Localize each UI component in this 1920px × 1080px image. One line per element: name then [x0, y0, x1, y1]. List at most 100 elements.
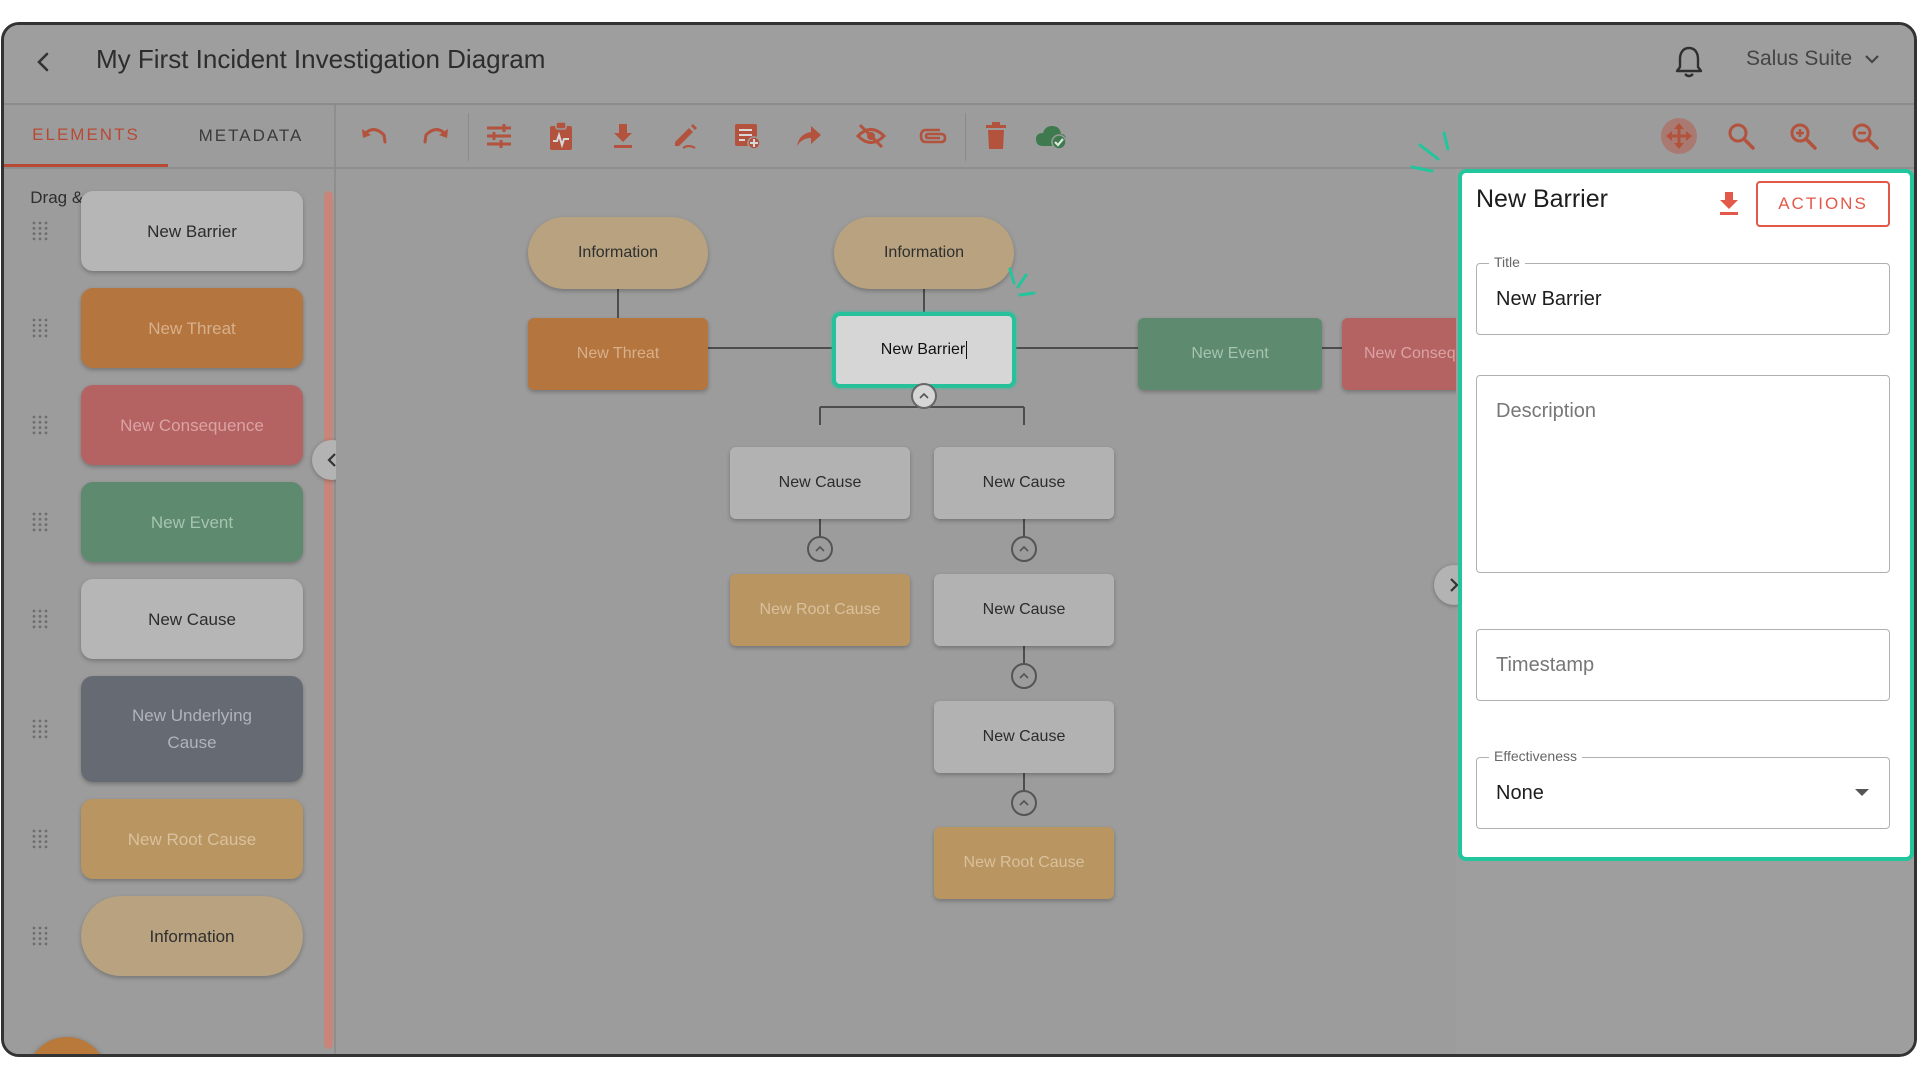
palette-item-cause[interactable]: New Cause — [81, 579, 303, 659]
description-field[interactable]: Description — [1476, 375, 1890, 573]
zoom-in-button[interactable] — [1785, 118, 1821, 154]
collapse-toggle[interactable] — [807, 536, 833, 562]
drag-handle-icon[interactable] — [31, 317, 49, 339]
elements-panel: ELEMENTS METADATA Drag & Drop to add ele… — [4, 105, 336, 1057]
zoom-in-icon — [1790, 123, 1817, 150]
share-button[interactable] — [791, 118, 827, 154]
search-button[interactable] — [1723, 118, 1759, 154]
diagram-canvas[interactable]: Information Information New Threat New B… — [336, 169, 1456, 1054]
effectiveness-label: Effectiveness — [1489, 748, 1583, 764]
user-menu[interactable]: Salus Suite — [1746, 47, 1880, 71]
drag-handle-icon[interactable] — [31, 414, 49, 436]
help-chat-icon — [45, 1055, 89, 1057]
properties-panel: New Barrier ACTIONS Title New Barrier De… — [1458, 169, 1914, 861]
text-cursor — [966, 341, 968, 359]
drag-handle-icon[interactable] — [31, 828, 49, 850]
title-field[interactable]: Title New Barrier — [1476, 254, 1890, 335]
palette-item-root-cause[interactable]: New Root Cause — [81, 799, 303, 879]
cloud-done-icon — [1036, 126, 1067, 149]
effectiveness-select[interactable]: Effectiveness None — [1476, 748, 1890, 829]
timestamp-field[interactable]: Timestamp — [1476, 629, 1890, 701]
palette-item-label: New Underlying Cause — [132, 706, 252, 752]
actions-button[interactable]: ACTIONS — [1756, 181, 1890, 227]
palette-item-label: New Root Cause — [127, 829, 257, 849]
collapse-toggle[interactable] — [1011, 790, 1037, 816]
palette-item-label: New Consequence — [120, 415, 264, 435]
panel-scrollbar[interactable] — [324, 191, 333, 1049]
diagram-node-cause[interactable]: New Cause — [934, 574, 1114, 646]
diagram-node-information[interactable]: Information — [528, 217, 708, 289]
palette-item-event[interactable]: New Event — [81, 482, 303, 562]
dropdown-arrow-icon — [1855, 789, 1869, 796]
diagram-node-root-cause[interactable]: New Root Cause — [934, 827, 1114, 899]
panel-tabs: ELEMENTS METADATA — [4, 105, 334, 169]
download-button[interactable] — [605, 118, 641, 154]
app-window: My First Incident Investigation Diagram … — [1, 22, 1917, 1057]
move-button[interactable] — [1661, 118, 1697, 154]
user-menu-label: Salus Suite — [1746, 47, 1853, 70]
collapse-toggle[interactable] — [1011, 663, 1037, 689]
hide-button[interactable] — [853, 118, 889, 154]
drag-handle-icon[interactable] — [31, 925, 49, 947]
notifications-button[interactable] — [1672, 44, 1706, 80]
bell-icon — [1675, 46, 1703, 78]
collapse-toggle[interactable] — [1011, 536, 1037, 562]
visibility-off-icon — [856, 123, 886, 149]
sparkle-highlight-icon — [1008, 267, 1036, 297]
tab-elements[interactable]: ELEMENTS — [4, 105, 168, 167]
report-button[interactable] — [543, 118, 579, 154]
drag-handle-icon[interactable] — [31, 511, 49, 533]
tune-button[interactable] — [481, 118, 517, 154]
attach-button[interactable] — [915, 118, 951, 154]
delete-button[interactable] — [978, 118, 1014, 154]
palette-item-label: New Cause — [148, 609, 236, 629]
back-button[interactable] — [26, 45, 60, 79]
diagram-toolbar — [336, 105, 1914, 169]
timestamp-placeholder: Timestamp — [1496, 654, 1595, 676]
drag-handle-icon[interactable] — [31, 608, 49, 630]
diagram-node-cause[interactable]: New Cause — [730, 447, 910, 519]
diagram-node-barrier-selected[interactable]: New Barrier — [832, 312, 1016, 388]
title-field-value: New Barrier — [1496, 288, 1602, 310]
chevron-down-icon — [1865, 55, 1880, 64]
palette-item-label: New Threat — [148, 318, 236, 338]
toolbar-separator — [468, 113, 469, 161]
help-button[interactable] — [27, 1037, 107, 1057]
move-icon — [1666, 123, 1692, 149]
diagram-node-root-cause[interactable]: New Root Cause — [730, 574, 910, 646]
edit-button[interactable] — [667, 118, 703, 154]
cloud-save-button[interactable] — [1033, 118, 1069, 154]
diagram-node-cause[interactable]: New Cause — [934, 447, 1114, 519]
palette-item-label: Information — [149, 926, 235, 946]
zoom-out-icon — [1852, 123, 1879, 150]
zoom-out-button[interactable] — [1847, 118, 1883, 154]
diagram-node-threat[interactable]: New Threat — [528, 318, 708, 390]
palette-item-barrier[interactable]: New Barrier — [81, 191, 303, 271]
collapse-toggle[interactable] — [911, 383, 937, 409]
effectiveness-value: None — [1496, 782, 1544, 804]
share-icon — [797, 126, 821, 146]
chevron-left-icon — [327, 453, 336, 467]
delete-icon — [986, 122, 1006, 149]
diagram-node-information[interactable]: Information — [834, 217, 1014, 289]
redo-button[interactable] — [418, 118, 454, 154]
palette-item-label: New Event — [150, 512, 234, 532]
undo-icon — [362, 128, 387, 144]
tab-metadata[interactable]: METADATA — [198, 126, 304, 145]
chevron-up-icon — [919, 392, 929, 399]
drag-handle-icon[interactable] — [31, 718, 49, 740]
palette-item-information[interactable]: Information — [81, 896, 303, 976]
diagram-node-cause[interactable]: New Cause — [934, 701, 1114, 773]
diagram-node-consequence[interactable]: New Conseq — [1342, 318, 1456, 390]
drag-handle-icon[interactable] — [31, 220, 49, 242]
chevron-up-icon — [1019, 545, 1029, 552]
attachment-icon — [919, 128, 947, 144]
palette-item-consequence[interactable]: New Consequence — [81, 385, 303, 465]
palette-item-threat[interactable]: New Threat — [81, 288, 303, 368]
add-note-button[interactable] — [729, 118, 765, 154]
undo-button[interactable] — [356, 118, 392, 154]
panel-download-button[interactable] — [1714, 187, 1744, 219]
edit-icon — [675, 124, 697, 149]
palette-item-underlying-cause[interactable]: New Underlying Cause — [81, 676, 303, 782]
diagram-node-event[interactable]: New Event — [1138, 318, 1322, 390]
